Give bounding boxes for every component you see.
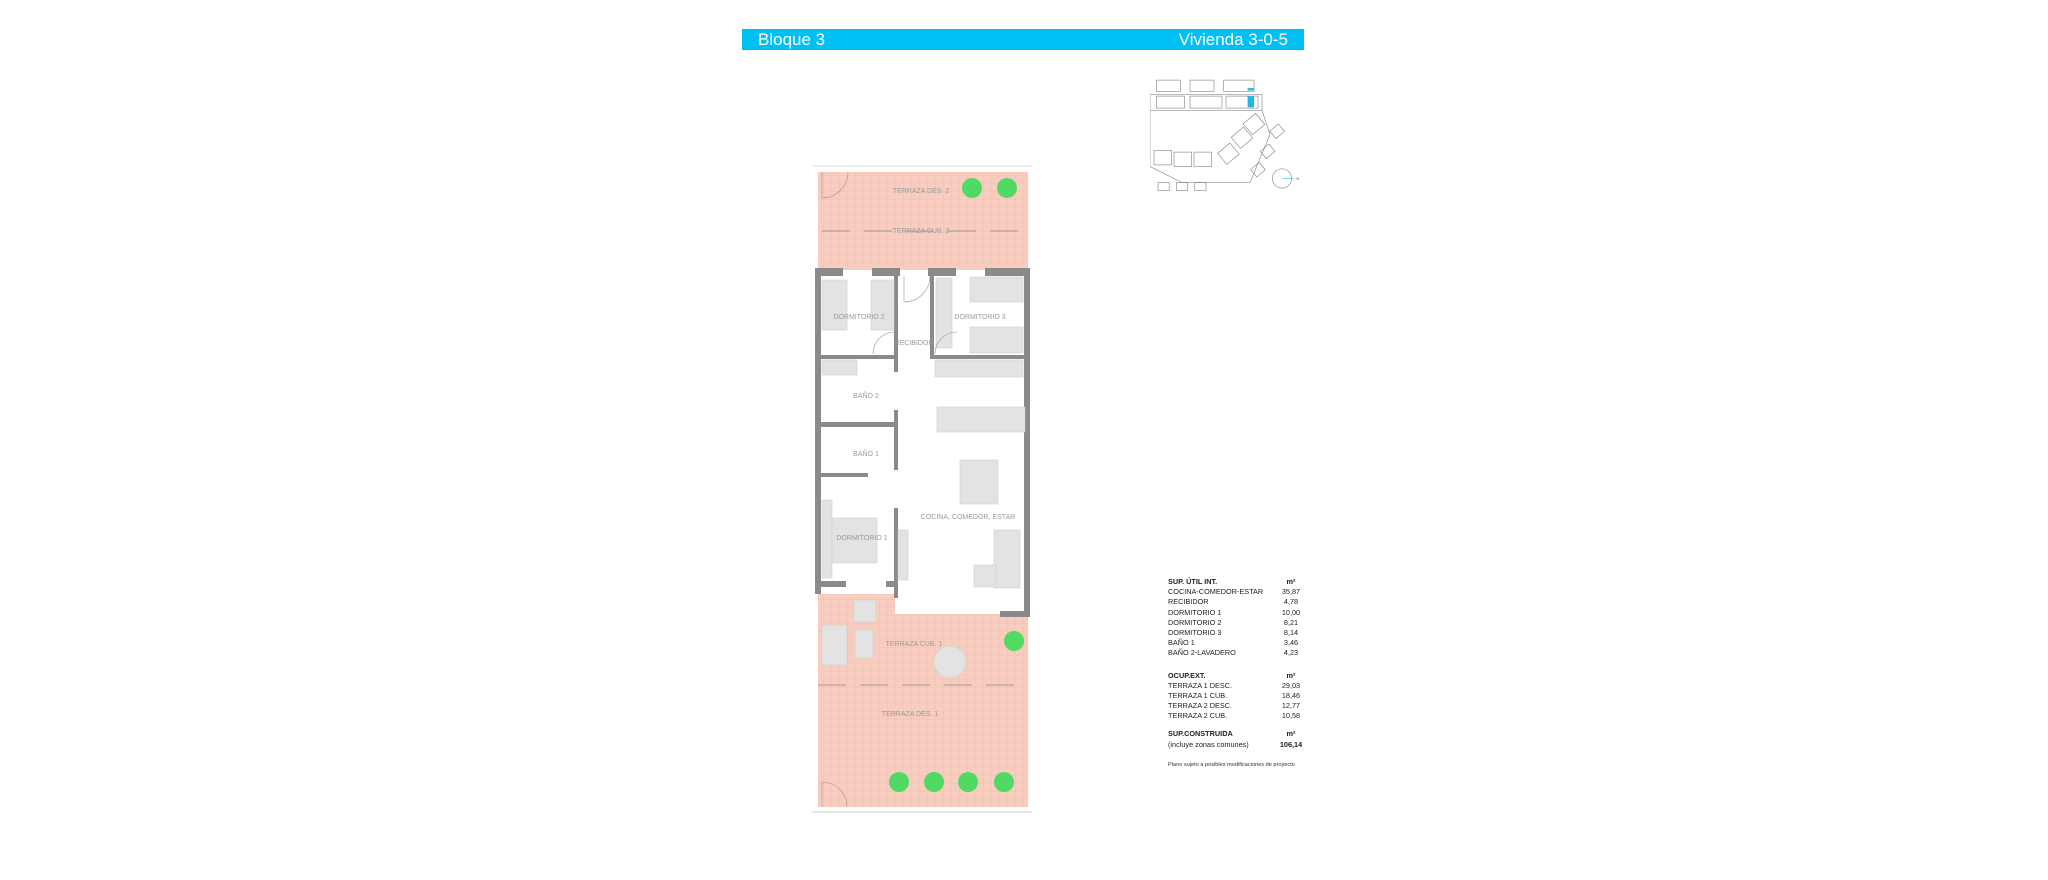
area-name: TERRAZA 1 DESC. [1168, 680, 1233, 690]
furniture [821, 276, 1026, 679]
header-bar: Bloque 3 Vivienda 3-0-5 [742, 29, 1304, 50]
label-bano-1: BAÑO 1 [853, 449, 879, 458]
label-terraza-des-1: TERRAZA DES. 1 [882, 711, 939, 718]
unit-header: m² [1286, 729, 1296, 739]
site-key-plan: N [1150, 79, 1299, 191]
area-row: TERRAZA 2 CUB. 10,58 [1168, 711, 1308, 721]
area-value: 8,21 [1283, 617, 1299, 627]
area-name: DORMITORIO 1 [1168, 607, 1222, 617]
label-terraza-cub-1: TERRAZA CUB. 1 [886, 641, 943, 648]
doors [821, 171, 958, 808]
label-terraza-des-2: TERRAZA DES. 2 [893, 188, 950, 195]
label-cocina: COCINA, COMEDOR, ESTAR [921, 514, 1015, 521]
label-bano-2: BAÑO 2 [853, 391, 879, 400]
interior-title: SUP. ÚTIL INT. [1168, 577, 1218, 586]
walls [815, 268, 1030, 617]
area-name: TERRAZA 2 DESC. [1168, 701, 1233, 711]
label-terraza-cub-2: TERRAZA CUB. 2 [893, 228, 950, 235]
area-value: 4,78 [1283, 597, 1299, 607]
area-value: 8,14 [1283, 627, 1299, 637]
terraza-2-area [818, 172, 1028, 270]
area-value: 3,46 [1283, 638, 1299, 648]
area-name: BAÑO 2-LAVADERO [1168, 648, 1236, 658]
plants [889, 178, 1024, 792]
north-label: N [1296, 176, 1299, 181]
area-name: DORMITORIO 2 [1168, 617, 1222, 627]
area-row: DORMITORIO 3 8,14 [1168, 628, 1308, 638]
area-row: BAÑO 2-LAVADERO 4,23 [1168, 648, 1308, 658]
area-name: TERRAZA 1 CUB. [1168, 690, 1228, 700]
area-value: 12,77 [1281, 701, 1301, 711]
label-dormitorio-3: DORMITORIO 3 [954, 314, 1005, 321]
area-name: TERRAZA 2 CUB. [1168, 711, 1228, 721]
label-dormitorio-1: DORMITORIO 1 [836, 535, 887, 542]
area-row: DORMITORIO 2 8,21 [1168, 618, 1308, 628]
area-row: RECIBIDOR 4,78 [1168, 597, 1308, 607]
area-table: SUP. ÚTIL INT. m² COCINA-COMEDOR-ESTAR 35,… [1168, 577, 1308, 768]
built-value: 106,14 [1279, 739, 1303, 749]
area-value: 10,58 [1281, 711, 1301, 721]
exterior-title: OCUP.EXT. [1168, 670, 1206, 680]
label-dormitorio-2: DORMITORIO 2 [833, 314, 884, 321]
area-name: RECIBIDOR [1168, 597, 1209, 607]
area-value: 35,87 [1281, 587, 1301, 597]
built-title: SUP.CONSTRUIDA [1168, 729, 1233, 739]
unit-header: m² [1286, 577, 1296, 586]
area-row: DORMITORIO 1 10,00 [1168, 608, 1308, 618]
area-name: DORMITORIO 3 [1168, 627, 1222, 637]
built-note: (incluye zonas comunes) [1168, 739, 1249, 749]
area-value: 18,46 [1281, 690, 1301, 700]
terraza-1-area [818, 594, 1028, 807]
terrace-division-lines [818, 230, 1028, 686]
disclaimer: Plano sujeto a posibles modificaciones d… [1168, 761, 1295, 768]
block-label: Bloque 3 [758, 29, 826, 49]
label-recibidor: RECIBIDOR [895, 340, 934, 347]
unit-highlight [1247, 96, 1254, 108]
area-row: TERRAZA 1 DESC. 29,03 [1168, 681, 1308, 691]
unit-header: m² [1286, 670, 1296, 680]
area-value: 10,00 [1281, 607, 1301, 617]
area-name: BAÑO 1 [1168, 638, 1195, 648]
area-row: TERRAZA 1 CUB. 18,46 [1168, 691, 1308, 701]
area-value: 4,23 [1283, 648, 1299, 658]
area-value: 29,03 [1281, 680, 1301, 690]
area-row: BAÑO 1 3,46 [1168, 638, 1308, 648]
area-row: COCINA-COMEDOR-ESTAR 35,87 [1168, 587, 1308, 597]
area-name: COCINA-COMEDOR-ESTAR [1168, 587, 1264, 597]
unit-label: Vivienda 3-0-5 [1178, 29, 1288, 49]
area-row: TERRAZA 2 DESC. 12,77 [1168, 701, 1308, 711]
